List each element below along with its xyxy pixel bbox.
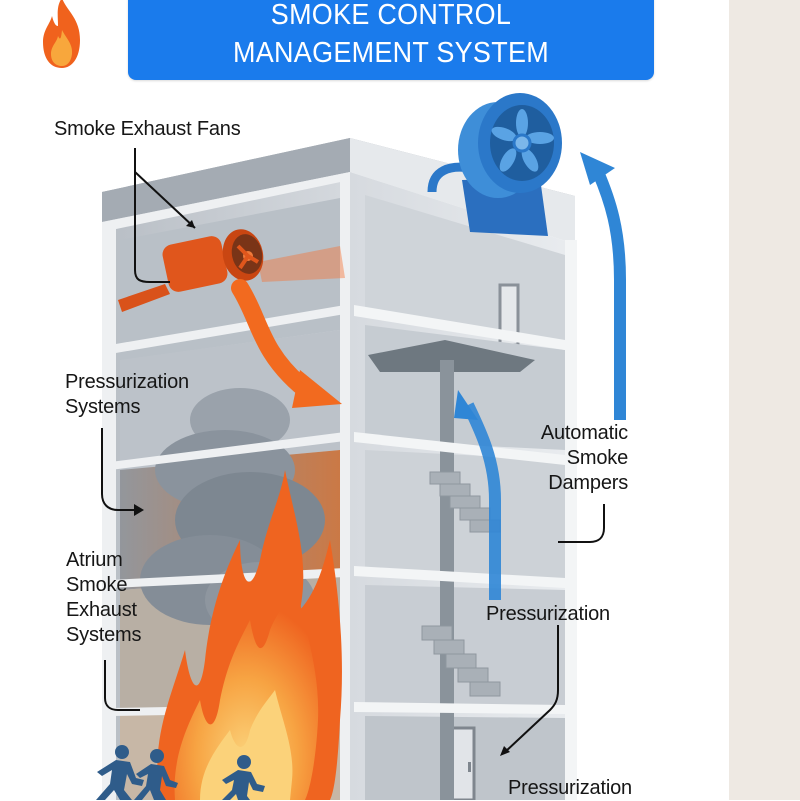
floor-slabs-right [354, 240, 577, 800]
fire-icon [43, 0, 80, 68]
title-line-1: SMOKE CONTROL [270, 0, 512, 31]
title-line-2: MANAGEMENT SYSTEM [233, 37, 549, 69]
label-line: Systems [66, 624, 142, 646]
label-line: Smoke [66, 574, 128, 596]
right-margin-strip [729, 0, 800, 800]
leader-atrium [104, 660, 140, 711]
leader-lines [101, 148, 605, 753]
leader-arrowheads [134, 220, 510, 756]
label-line: Exhaust [66, 599, 137, 621]
leader-pressurization-systems [101, 428, 136, 511]
label-line: Pressurization [65, 371, 189, 393]
fire [157, 470, 342, 800]
orange-exhaust-fan [118, 229, 345, 312]
stair-airflow-arrow [454, 390, 501, 600]
smoke-flow-arrow [231, 279, 342, 408]
title-banner: SMOKE CONTROL MANAGEMENT SYSTEM [128, 0, 654, 80]
label-line: Dampers [548, 472, 628, 494]
person-icon [96, 745, 144, 800]
label-line: Automatic [540, 422, 628, 444]
label-pressurization-systems: Pressurization Systems [65, 370, 189, 420]
leader-dampers [558, 504, 605, 543]
label-atrium-smoke-exhaust-systems: Atrium Smoke Exhaust Systems [66, 548, 141, 648]
staircase [421, 471, 501, 697]
label-pressurization-stair: Pressurization [486, 603, 610, 625]
leader-fans-1 [134, 148, 170, 283]
label-line: Smoke [566, 447, 628, 469]
leader-pressurization-lower [504, 625, 559, 753]
leader-fans-2 [134, 171, 196, 229]
person-icon [222, 755, 265, 800]
blue-roof-fan [427, 93, 562, 236]
label-smoke-exhaust-fans: Smoke Exhaust Fans [54, 118, 241, 140]
label-automatic-smoke-dampers: Automatic Smoke Dampers [500, 421, 628, 496]
person-icon [134, 749, 178, 800]
label-line: Systems [65, 396, 141, 418]
label-pressurization-lower: Pressurization [508, 777, 632, 799]
exterior-airflow-arrow [580, 152, 626, 420]
label-line: Atrium [66, 549, 123, 571]
evacuating-people [96, 745, 265, 800]
